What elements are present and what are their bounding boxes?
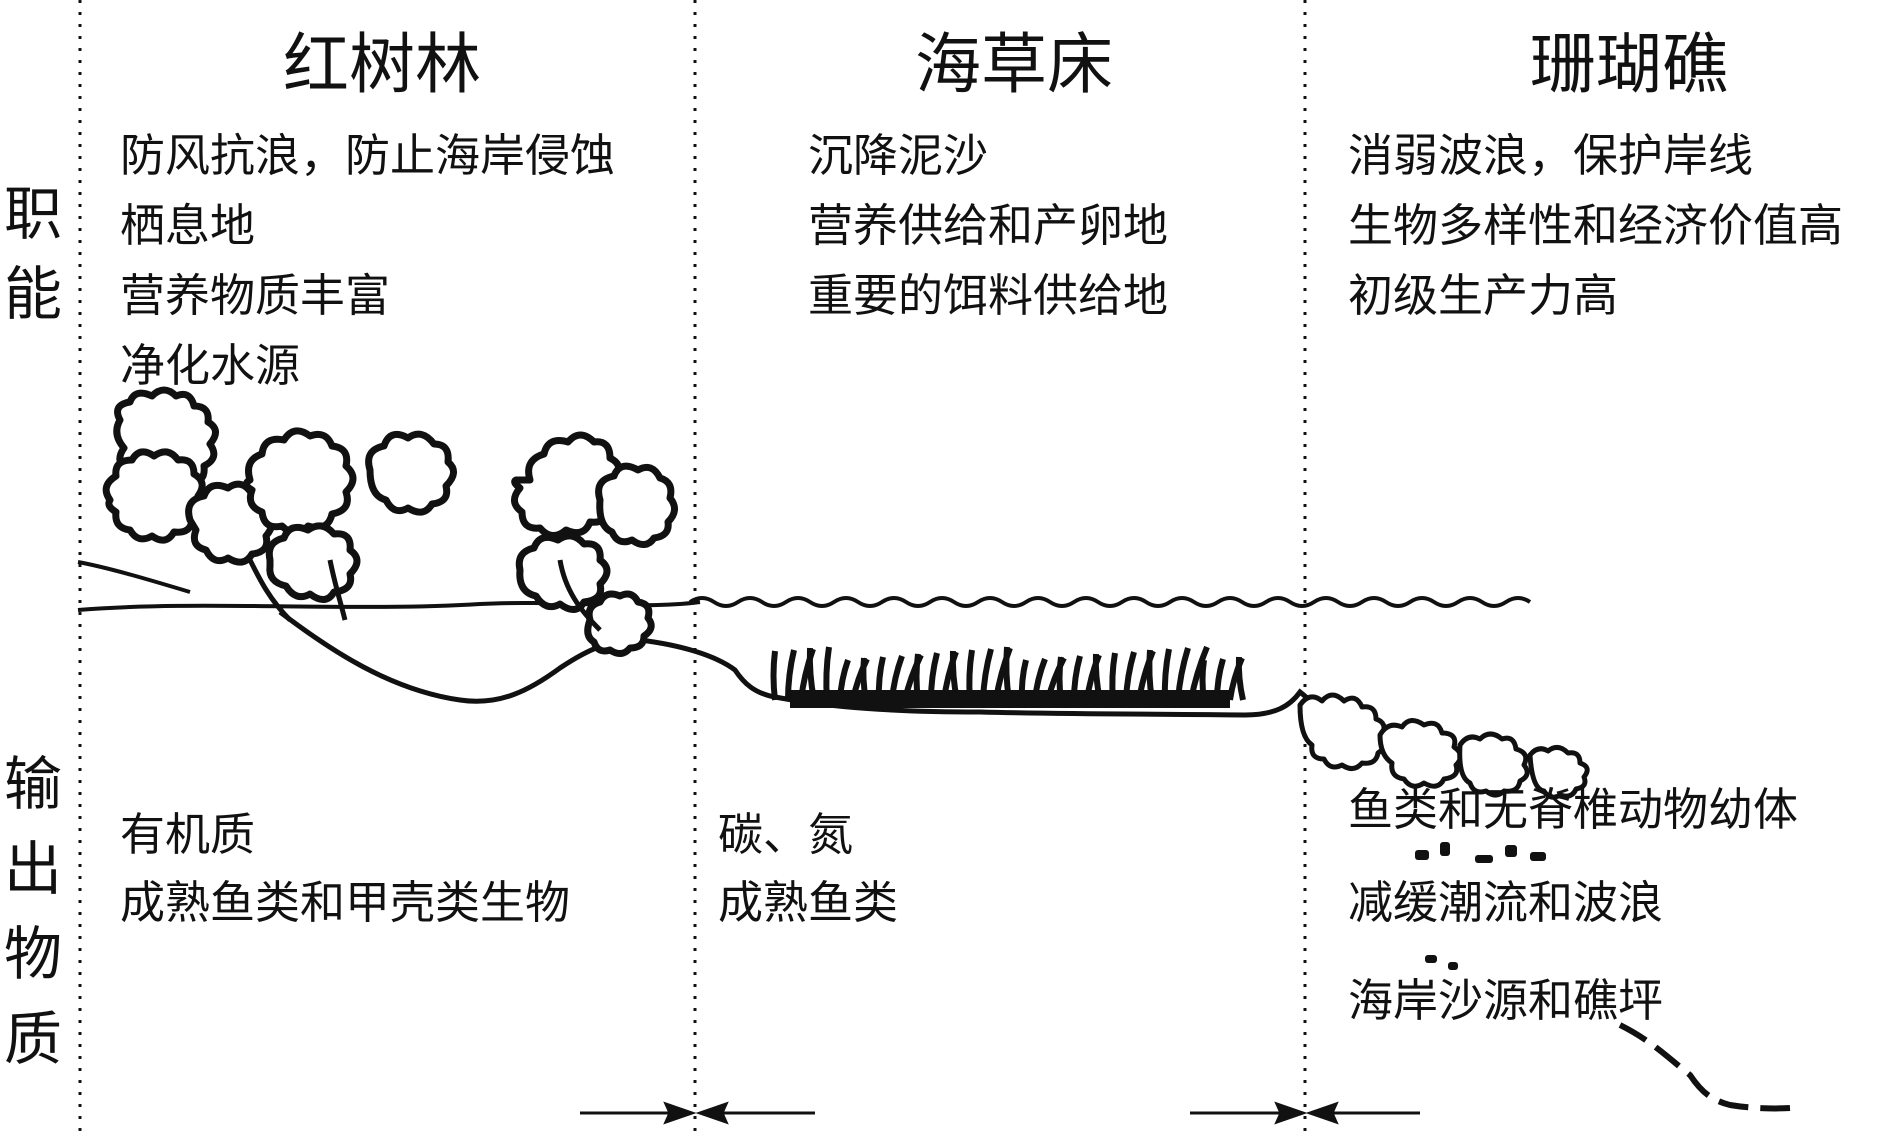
side-label-outputs-char: 输 — [4, 750, 63, 818]
seagrass-blade — [928, 652, 940, 701]
seagrass-blade — [770, 650, 778, 701]
output-line: 减缓潮流和波浪 — [1348, 876, 1664, 929]
output-line: 鱼类和无脊椎动物幼体 — [1348, 783, 1799, 836]
seagrass-blade — [785, 649, 797, 701]
seagrass-blade — [1161, 648, 1172, 701]
arrow-right-icon — [580, 1101, 697, 1125]
function-line: 初级生产力高 — [1348, 269, 1619, 322]
seagrass-blade — [1123, 651, 1137, 701]
seagrass-blade — [1109, 652, 1118, 701]
seagrass-blade — [1199, 659, 1207, 701]
function-line: 沉降泥沙 — [808, 129, 989, 182]
seagrass-blade — [1235, 656, 1246, 701]
seagrass-icon — [770, 645, 1246, 708]
mangrove-shore-upper — [77, 560, 191, 594]
function-line: 营养物质丰富 — [120, 269, 391, 322]
output-line: 海岸沙源和礁坪 — [1348, 974, 1664, 1027]
function-line: 生物多样性和经济价值高 — [1348, 199, 1844, 252]
side-label-functions-char: 能 — [4, 260, 63, 328]
side-label-outputs-char: 物 — [4, 920, 63, 988]
function-line: 防风抗浪，防止海岸侵蚀 — [120, 129, 616, 182]
seagrass-blade — [1056, 656, 1064, 701]
seagrass-blade — [1018, 659, 1029, 701]
seagrass-blade — [1146, 649, 1155, 701]
seagrass-blade — [1214, 658, 1226, 701]
output-line: 碳、氮 — [718, 808, 854, 861]
seagrass-blade — [1188, 645, 1210, 701]
zone-title-mangrove: 红树林 — [283, 26, 481, 103]
arrow-left-icon — [695, 1101, 815, 1125]
seagrass-blade — [913, 653, 921, 701]
seagrass-blade — [860, 657, 869, 701]
coral-fragments — [1415, 842, 1546, 970]
seagrass-blade — [889, 654, 905, 701]
output-line: 成熟鱼类 — [718, 876, 899, 929]
zone-title-coral-reef: 珊瑚礁 — [1530, 26, 1728, 103]
function-line: 栖息地 — [120, 199, 256, 252]
output-line: 成熟鱼类和甲壳类生物 — [120, 876, 571, 929]
seagrass-blade — [1071, 655, 1083, 701]
mangrove-trunks — [247, 558, 602, 632]
seagrass-blade — [966, 649, 975, 701]
zone-title-seagrass: 海草床 — [915, 26, 1113, 103]
seagrass-blade — [837, 659, 851, 701]
seagrass-blade — [806, 647, 817, 701]
side-label-outputs-char: 质 — [4, 1005, 63, 1073]
side-label-functions-char: 职 — [4, 180, 63, 248]
reef-slope — [1618, 1022, 1791, 1112]
seagrass-blade — [1032, 657, 1048, 701]
seagrass-blade — [1003, 646, 1012, 701]
function-line: 消弱波浪，保护岸线 — [1348, 129, 1754, 182]
arrow-left-icon — [1305, 1101, 1420, 1125]
seagrass-blade — [823, 646, 832, 701]
coral-reef-icon — [1297, 692, 1590, 800]
mangrove-tree-icon — [102, 386, 678, 657]
function-line: 净化水源 — [120, 339, 301, 392]
seabed-profile — [278, 610, 1340, 721]
seagrass-blade — [1175, 647, 1191, 701]
side-label-outputs-char: 出 — [4, 835, 63, 903]
function-line: 重要的饵料供给地 — [808, 269, 1169, 322]
output-line: 有机质 — [120, 808, 256, 861]
seagrass-blade — [1092, 653, 1103, 701]
arrow-right-icon — [1190, 1101, 1308, 1125]
seagrass-blade — [875, 656, 886, 701]
seagrass-blade — [949, 650, 960, 701]
sea-surface-wave — [688, 596, 1532, 608]
seagrass-blade — [980, 648, 994, 701]
function-line: 营养供给和产卵地 — [808, 199, 1169, 252]
